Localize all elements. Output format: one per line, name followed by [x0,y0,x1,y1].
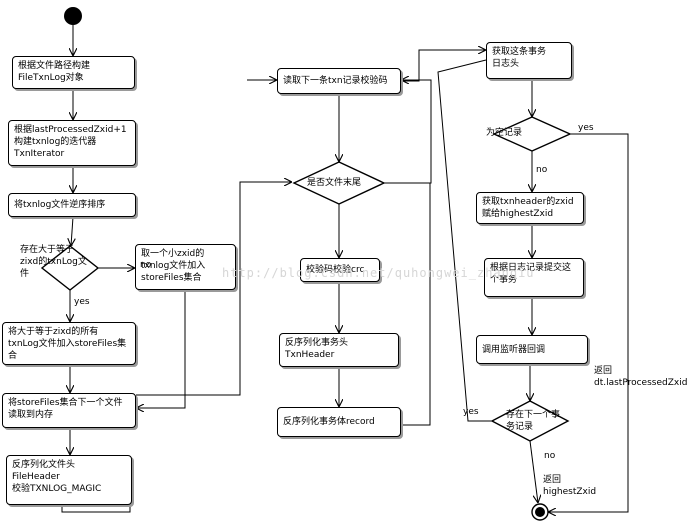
node-get-zxid: 获取txnheader的zxid 赋给highestZxid [476,192,584,224]
edges-column-3 [530,79,629,512]
edge-label-return-last: 返回dt.lastProcessedZxid [594,366,688,388]
edge-label-no-has-next: no [544,451,556,461]
watermark: http://blog.csdn.net/quhongwei_zhanqiu [222,266,535,280]
node-build-iterator: 根据lastProcessedZxid+1 构建txnlog的迭代器 TxnIt… [8,120,136,166]
node-call-listener: 调用监听器回调 [476,335,588,364]
node-build-filetxnlog: 根据文件路径构建 FileTxnLog对象 [12,56,135,89]
node-take-smaller: 取一个小zxid的 txnlog文件加入 storeFiles集合 [135,244,236,290]
edge-label-yes-has-next: yes [463,407,479,417]
decision-label-is-eof: 是否文件末尾 [307,178,362,188]
edge-label-yes-exists: yes [74,297,90,307]
node-sort-desc: 将txnlog文件逆序排序 [8,193,136,217]
end-node [535,507,545,517]
node-commit-txn: 根据日志记录提交这 个事务 [484,258,584,297]
node-verify-crc: 校验码校验crc [300,258,380,282]
decision-label-is-empty: 为空记录 [486,128,523,138]
node-deserialize-header: 反序列化文件头 FileHeader 校验TXNLOG_MAGIC [6,455,132,505]
node-add-all: 将大于等于zixd的所有 txnLog文件加入storeFiles集 合 [2,322,136,365]
node-read-next-txn: 读取下一条txn记录校验码 [277,68,401,94]
edge-label-no-exists: no [140,260,152,270]
edge-label-return-highest: 返回 highestZxid [543,475,597,497]
decision-label-has-next: 存在下一个事 务记录 [506,410,561,432]
node-deser-record: 反序列化事务体record [277,407,401,437]
node-deser-txnheader: 反序列化事务头 TxnHeader [279,333,399,367]
node-get-txn-log-head: 获取这条事务 日志头 [486,42,572,79]
edge-label-yes-empty: yes [578,123,594,133]
edge-label-no-empty: no [536,165,548,175]
edges-column-2 [247,50,492,426]
decision-label-exists-greater: 存在大于等于 zixd的txnLog文 件 [20,245,87,279]
node-read-next-file: 将storeFiles集合下一个文件 读取到内存 [2,393,136,428]
start-node [64,7,82,25]
